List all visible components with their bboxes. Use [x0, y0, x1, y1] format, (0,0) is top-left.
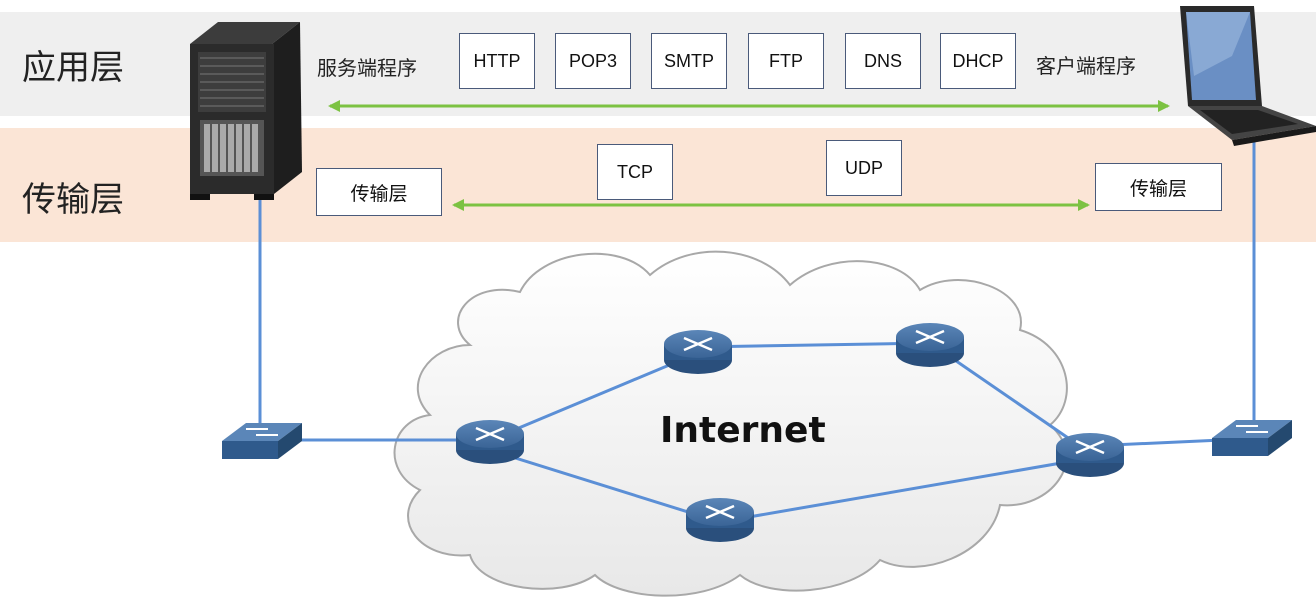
transport-box-left: 传输层 [316, 168, 442, 216]
link-router-a-b [489, 351, 699, 442]
router-icon [686, 498, 754, 542]
server-program-label: 服务端程序 [317, 56, 417, 80]
link-router-e-d [719, 456, 1091, 524]
protocol-box-smtp: SMTP [651, 33, 727, 89]
router-icon [456, 420, 524, 464]
router-icon [664, 330, 732, 374]
link-router-b-c [697, 341, 931, 349]
protocol-box-dns: DNS [845, 33, 921, 89]
switch-icon [222, 423, 302, 459]
protocol-box-pop3: POP3 [555, 33, 631, 89]
protocol-box-ftp: FTP [748, 33, 824, 89]
router-icon [1056, 433, 1124, 477]
protocol-box-http: HTTP [459, 33, 535, 89]
link-router-a-e [489, 448, 721, 524]
application-layer-label: 应用层 [22, 48, 124, 88]
laptop-icon [1180, 6, 1316, 146]
internet-label: Internet [660, 410, 826, 451]
router-icon [896, 323, 964, 367]
transport-layer-label: 传输层 [22, 180, 124, 220]
protocol-box-tcp: TCP [597, 144, 673, 200]
protocol-box-udp: UDP [826, 140, 902, 196]
protocol-box-dhcp: DHCP [940, 33, 1016, 89]
client-program-label: 客户端程序 [1036, 54, 1136, 78]
transport-box-right: 传输层 [1095, 163, 1222, 211]
switch-icon [1212, 420, 1292, 456]
server-icon [190, 22, 302, 200]
